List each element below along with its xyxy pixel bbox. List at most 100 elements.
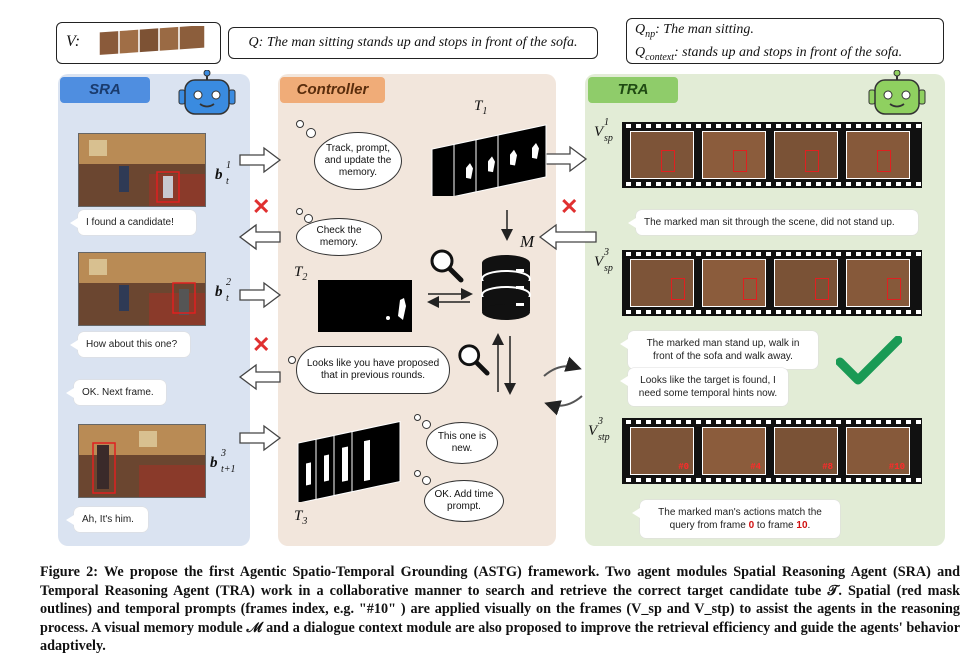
film-sprocket-hole — [646, 182, 651, 186]
b2-sub: t — [226, 293, 229, 304]
b2-sup: 2 — [226, 277, 231, 288]
film-sprocket-hole — [866, 478, 871, 482]
tube-3-label: T3 — [294, 508, 307, 527]
film-sprocket-hole — [856, 420, 861, 424]
film-sprocket-hole — [886, 182, 891, 186]
film-sprocket-hole — [756, 310, 761, 314]
film-sprocket-hole — [886, 420, 891, 424]
film-sprocket-hole — [846, 252, 851, 256]
film-sprocket-hole — [876, 252, 881, 256]
film-sprocket-hole — [686, 478, 691, 482]
t3-symbol: T — [294, 508, 303, 524]
film-sprocket-hole — [726, 124, 731, 128]
film-sprocket-hole — [886, 252, 891, 256]
film-sprocket-hole — [736, 478, 741, 482]
film-sprocket-hole — [896, 310, 901, 314]
t2-symbol: T — [294, 264, 303, 280]
film-sprocket-hole — [626, 252, 631, 256]
film-sprocket-hole — [886, 478, 891, 482]
film-frame — [630, 131, 694, 179]
film-sprocket-hole — [796, 124, 801, 128]
film-sprocket-hole — [896, 124, 901, 128]
thought-dot — [414, 414, 421, 421]
film-sprocket-hole — [866, 310, 871, 314]
film-sprocket-hole — [766, 420, 771, 424]
film-sprocket-hole — [866, 420, 871, 424]
qctx-subscript: context — [645, 51, 674, 63]
film-sprocket-hole — [726, 182, 731, 186]
sra-frame-2 — [78, 252, 206, 326]
film-sprocket-hole — [786, 478, 791, 482]
film-sprocket-hole — [916, 124, 921, 128]
vsp3-sup: 3 — [604, 247, 609, 258]
film-sprocket-hole — [916, 420, 921, 424]
film-sprocket-hole — [656, 310, 661, 314]
flow-arrows — [238, 145, 597, 452]
frame-index-label: #10 — [888, 462, 905, 472]
film-sprocket-hole — [696, 420, 701, 424]
red-mask-outline — [815, 278, 829, 300]
red-mask-outline — [733, 150, 747, 172]
frame-index-label: #4 — [750, 462, 761, 472]
video-input-box: V: — [56, 22, 221, 64]
film-sprocket-hole — [636, 124, 641, 128]
film-sprocket-hole — [756, 252, 761, 256]
film-sprocket-hole — [666, 478, 671, 482]
tube-1-label: T1 — [474, 98, 487, 117]
film-sprocket-hole — [846, 124, 851, 128]
red-mask-outline — [805, 150, 819, 172]
film-sprocket-hole — [756, 124, 761, 128]
film-sprocket-hole — [776, 182, 781, 186]
memory-label: M — [520, 232, 535, 251]
film-sprocket-hole — [736, 310, 741, 314]
tra-robot-icon — [868, 70, 926, 115]
film-sprocket-hole — [766, 478, 771, 482]
tra-message-1: The marked man sit through the scene, di… — [628, 210, 918, 235]
frame-index-label: #0 — [678, 462, 689, 472]
controller-thought-2: Check the memory. — [296, 218, 382, 256]
film-sprocket-hole — [756, 478, 761, 482]
film-sprocket-hole — [836, 124, 841, 128]
film-sprocket-hole — [726, 252, 731, 256]
film-strip-1 — [622, 122, 922, 188]
red-mask-outline — [887, 278, 901, 300]
film-sprocket-hole — [906, 478, 911, 482]
film-sprocket-hole — [866, 252, 871, 256]
frame-index-label: #8 — [822, 462, 833, 472]
film-sprocket-hole — [916, 182, 921, 186]
film-sprocket-hole — [876, 478, 881, 482]
film-sprocket-hole — [706, 182, 711, 186]
film-sprocket-hole — [656, 420, 661, 424]
film-sprocket-hole — [876, 420, 881, 424]
red-mask-outline — [671, 278, 685, 300]
film-sprocket-hole — [826, 182, 831, 186]
context-query-box: Qnp: The man sitting. Qcontext: stands u… — [626, 18, 944, 64]
film-sprocket-hole — [656, 182, 661, 186]
qctx-symbol: Q — [635, 44, 646, 60]
film-sprocket-hole — [646, 310, 651, 314]
film-sprocket-hole — [666, 310, 671, 314]
controller-thought-5: OK. Add time prompt. — [424, 480, 504, 522]
film-strip-2 — [622, 250, 922, 316]
film-sprocket-hole — [766, 124, 771, 128]
film-sprocket-hole — [866, 182, 871, 186]
film-sprocket-hole — [836, 420, 841, 424]
film-sprocket-hole — [676, 182, 681, 186]
film-sprocket-hole — [696, 478, 701, 482]
film-sprocket-hole — [806, 182, 811, 186]
film-sprocket-hole — [686, 420, 691, 424]
film-sprocket-hole — [786, 252, 791, 256]
film-sprocket-hole — [786, 182, 791, 186]
film-sprocket-hole — [636, 182, 641, 186]
film-sprocket-hole — [896, 478, 901, 482]
sra-frame-3 — [78, 424, 206, 498]
film-sprocket-hole — [726, 310, 731, 314]
film-frame: #0 — [630, 427, 694, 475]
film-sprocket-hole — [696, 252, 701, 256]
film-sprocket-hole — [886, 310, 891, 314]
film-sprocket-hole — [696, 310, 701, 314]
film-sprocket-hole — [906, 420, 911, 424]
film-sprocket-hole — [816, 420, 821, 424]
film-sprocket-hole — [666, 420, 671, 424]
vsp1-symbol: V — [594, 124, 604, 140]
